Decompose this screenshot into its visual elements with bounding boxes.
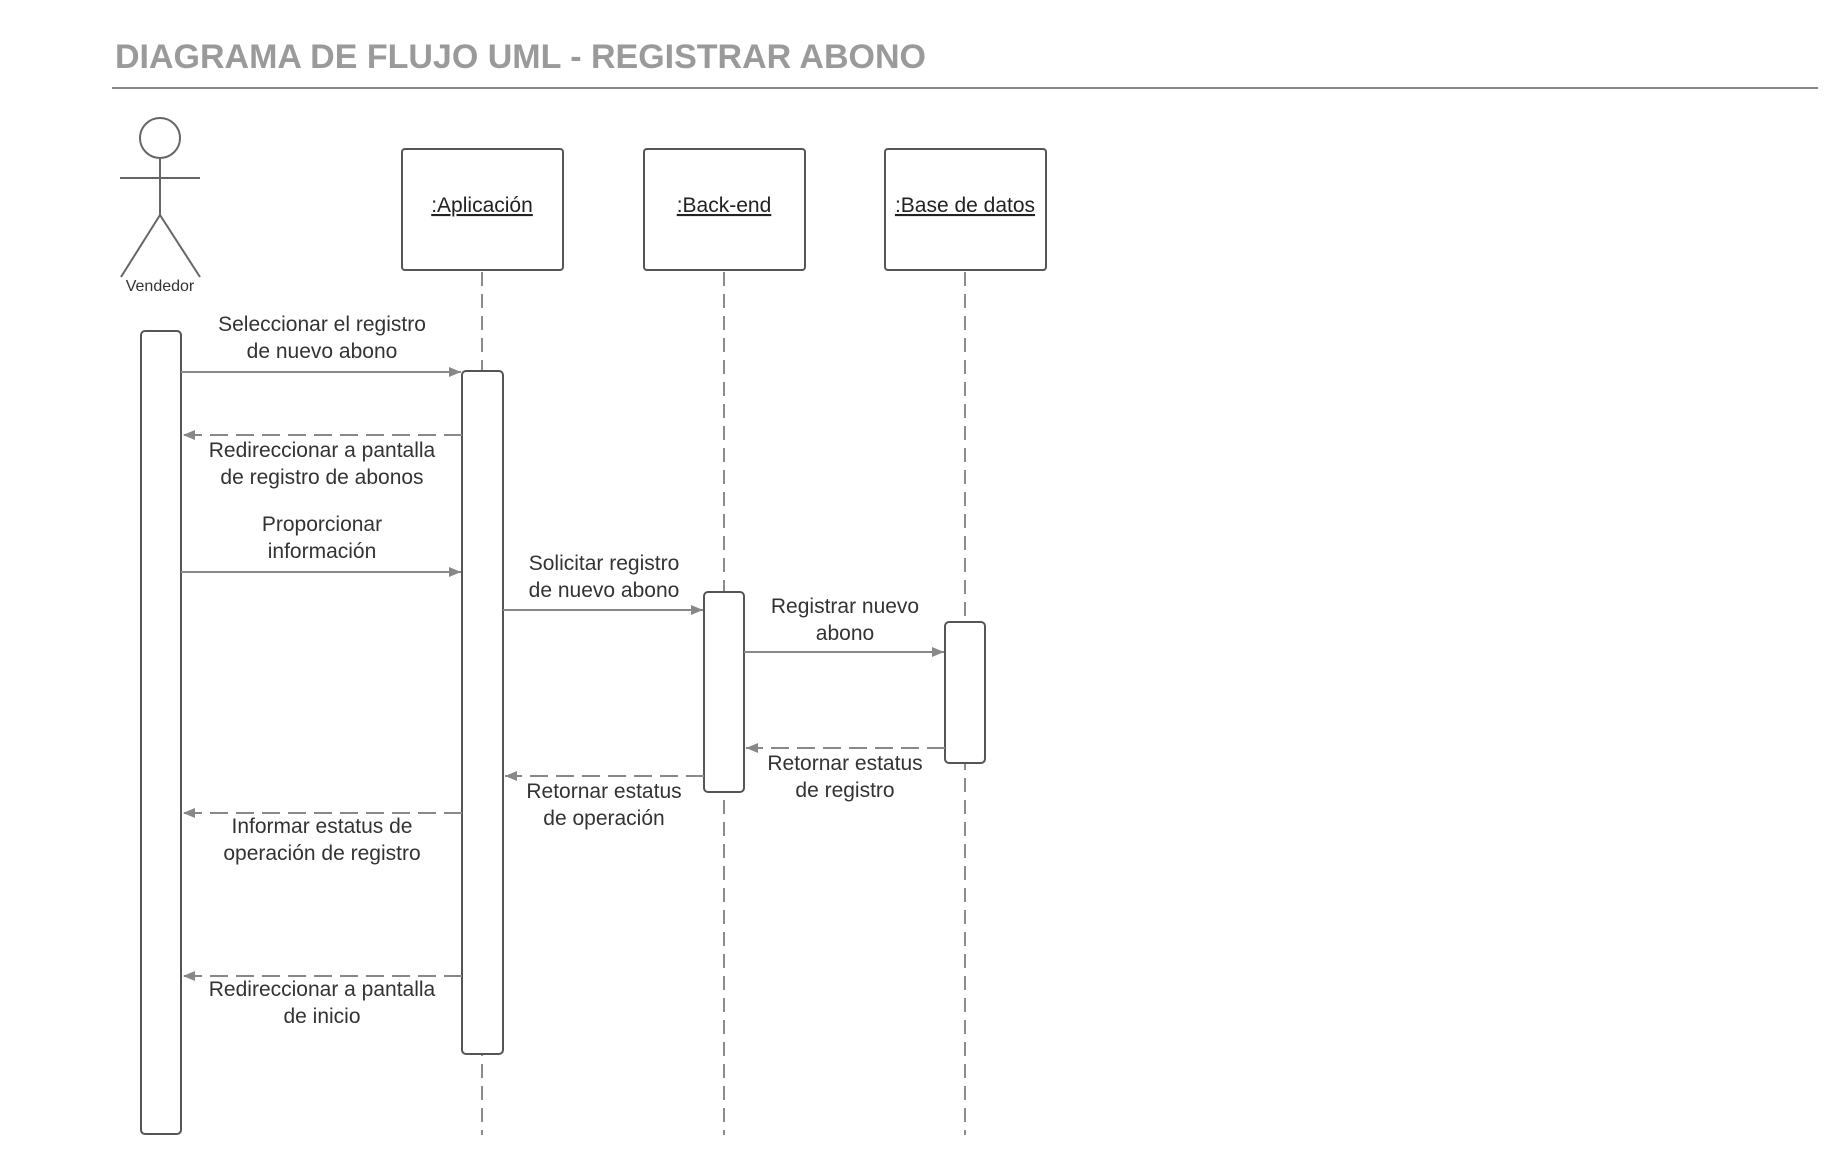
message-retornar-estatus-operacion: Retornar estatus de operación (505, 771, 704, 830)
object-aplicacion: :Aplicación (401, 148, 564, 271)
message-label: Solicitar registro (529, 552, 680, 575)
activation-base-de-datos (944, 621, 986, 764)
activation-aplicacion (461, 370, 504, 1055)
object-box (643, 148, 806, 271)
message-label: de registro (795, 779, 894, 802)
activation-vendedor (140, 330, 182, 1135)
message-label: Proporcionar (262, 513, 382, 536)
message-solicitar-registro: Solicitar registro de nuevo abono (503, 552, 703, 615)
diagram-title: DIAGRAMA DE FLUJO UML - REGISTRAR ABONO (115, 38, 926, 76)
message-label: Seleccionar el registro (218, 313, 426, 336)
message-label: Redireccionar a pantalla (209, 978, 436, 1001)
actor-left-leg (120, 214, 161, 278)
actor-head (139, 117, 181, 159)
object-label: :Aplicación (431, 194, 533, 217)
message-redireccionar-registro: Redireccionar a pantalla de registro de … (183, 430, 462, 489)
message-proporcionar-informacion: Proporcionar información (181, 513, 461, 577)
actor-vendedor: Vendedor (120, 117, 201, 295)
message-seleccionar-registro: Seleccionar el registro de nuevo abono (181, 313, 461, 377)
message-label: de inicio (283, 1005, 360, 1028)
object-box (884, 148, 1047, 271)
object-box (401, 148, 564, 271)
message-label: Retornar estatus (767, 752, 922, 775)
message-label: de nuevo abono (247, 340, 398, 363)
message-redireccionar-inicio: Redireccionar a pantalla de inicio (183, 971, 462, 1028)
message-label: Informar estatus de (232, 815, 413, 838)
message-label: Retornar estatus (526, 780, 681, 803)
message-label: de nuevo abono (529, 579, 680, 602)
message-registrar-nuevo-abono: Registrar nuevo abono (744, 595, 944, 657)
message-label: información (268, 540, 377, 563)
message-retornar-estatus-registro: Retornar estatus de registro (746, 743, 945, 802)
activation-back-end (703, 591, 745, 793)
message-label: de operación (543, 807, 664, 830)
object-back-end: :Back-end (643, 148, 806, 271)
message-label: operación de registro (223, 842, 420, 865)
message-informar-estatus: Informar estatus de operación de registr… (183, 808, 462, 865)
message-label: Redireccionar a pantalla (209, 439, 436, 462)
message-label: de registro de abonos (220, 466, 423, 489)
message-label: Registrar nuevo (771, 595, 919, 618)
object-label: :Back-end (677, 194, 772, 217)
object-label: :Base de datos (895, 194, 1035, 217)
actor-label: Vendedor (126, 278, 195, 295)
object-base-de-datos: :Base de datos (884, 148, 1047, 271)
message-label: abono (816, 622, 874, 645)
actor-right-leg (159, 214, 201, 278)
